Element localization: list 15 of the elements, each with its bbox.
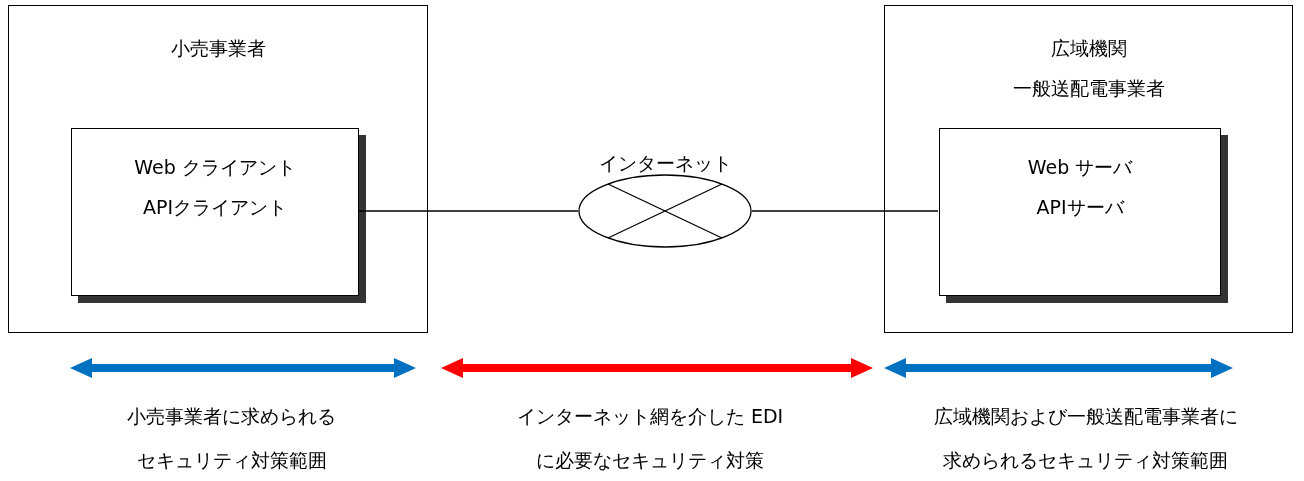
box-text: APIサーバ <box>1036 195 1124 220</box>
box-text: Web サーバ <box>1027 155 1133 180</box>
box-text: 小売事業者 <box>170 36 266 61</box>
box-text: Web クライアント <box>134 155 296 180</box>
organization-box <box>884 5 1293 333</box>
scope-label: 小売事業者に求められるセキュリティ対策範囲 <box>126 404 338 473</box>
connector-line <box>751 210 939 212</box>
connector-line <box>357 210 579 212</box>
box-text: APIクライアント <box>142 195 288 220</box>
box-text: 一般送配電事業者 <box>1012 76 1165 101</box>
organization-box <box>8 5 428 333</box>
network-label: インターネット <box>598 151 732 176</box>
scope-label: インターネット網を介した EDI に必要なセキュリティ対策 <box>515 404 785 473</box>
scope-label: 広域機関および一般送配電事業者に求められるセキュリティ対策範囲 <box>933 404 1239 473</box>
box-text: 広域機関 <box>1050 36 1127 61</box>
